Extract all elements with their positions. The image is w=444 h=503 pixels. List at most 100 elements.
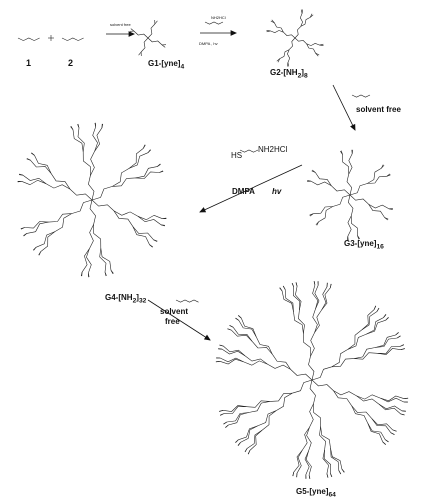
g5-bond bbox=[305, 451, 312, 475]
g5-terminal bbox=[383, 314, 387, 318]
g5-bond bbox=[377, 346, 401, 354]
g5-bond bbox=[366, 317, 384, 335]
g5-terminal bbox=[283, 285, 286, 290]
g5-terminal bbox=[376, 307, 380, 312]
g5-terminal bbox=[390, 432, 395, 436]
arrow-step1-head bbox=[128, 31, 135, 37]
g3-bond bbox=[310, 180, 332, 187]
g1-terminal bbox=[154, 20, 158, 25]
g5-bond bbox=[304, 450, 310, 475]
g5-bond bbox=[333, 390, 352, 406]
g5-bond bbox=[310, 332, 315, 357]
g4-terminal bbox=[149, 244, 153, 248]
g4-terminal bbox=[31, 152, 35, 156]
g5-structure bbox=[215, 281, 409, 479]
reactant-1-number: 1 bbox=[26, 58, 32, 68]
step4-amine: NH2HCl bbox=[258, 145, 288, 154]
g5-bond bbox=[380, 397, 404, 403]
g3-bond bbox=[349, 183, 368, 196]
g5-bond bbox=[241, 317, 257, 337]
g5-terminal bbox=[227, 328, 232, 331]
g4-bond bbox=[77, 127, 85, 153]
g5-bond bbox=[223, 406, 247, 414]
g1-structure bbox=[129, 19, 167, 57]
g5-terminal bbox=[401, 410, 406, 412]
g5-bond bbox=[319, 426, 326, 451]
g5-bond bbox=[354, 347, 376, 359]
g3-terminal bbox=[388, 208, 393, 210]
g5-terminal bbox=[382, 441, 386, 445]
g5-bond bbox=[312, 308, 318, 333]
step5-condition-line2: free bbox=[165, 317, 180, 326]
g3-terminal bbox=[357, 235, 360, 240]
g3-bond bbox=[348, 153, 353, 175]
step1-condition: solvent free bbox=[110, 22, 131, 27]
g5-bond bbox=[314, 285, 320, 310]
g5-bond bbox=[257, 410, 277, 427]
g4-structure bbox=[17, 122, 167, 278]
g5-bond bbox=[303, 333, 311, 357]
g5-bond bbox=[298, 309, 305, 334]
g5-bond bbox=[246, 400, 270, 408]
g2-bond bbox=[306, 43, 316, 54]
g5-bond bbox=[267, 363, 291, 370]
g5-terminal bbox=[385, 439, 389, 443]
g4-bond bbox=[35, 231, 56, 248]
g5-terminal bbox=[235, 439, 239, 443]
g5-bond bbox=[320, 426, 331, 449]
g5-bond bbox=[290, 369, 313, 381]
g5-bond bbox=[295, 286, 302, 311]
g2-terminal bbox=[310, 14, 314, 18]
g5-bond bbox=[222, 405, 247, 412]
g4-bond bbox=[40, 231, 56, 252]
g5-terminal bbox=[219, 410, 224, 412]
g2-bond bbox=[270, 30, 284, 34]
g1-terminal bbox=[138, 51, 142, 56]
g5-bond bbox=[361, 311, 378, 331]
g5-bond bbox=[249, 429, 263, 451]
g4-bond bbox=[128, 152, 149, 169]
g5-bond bbox=[244, 355, 268, 365]
g4-bond bbox=[135, 171, 160, 179]
g5-label: G5-[yne]64 bbox=[296, 487, 336, 499]
g5-bond bbox=[272, 354, 291, 370]
g5-bond bbox=[228, 412, 249, 426]
g4-bond bbox=[89, 224, 94, 249]
g5-terminal bbox=[247, 450, 251, 455]
g5-bond bbox=[308, 356, 315, 381]
g5-bond bbox=[321, 286, 328, 311]
g5-bond bbox=[354, 352, 378, 360]
g5-bond bbox=[378, 403, 401, 415]
g5-terminal bbox=[237, 442, 241, 446]
g5-bond bbox=[311, 379, 334, 391]
g5-bond bbox=[367, 423, 383, 443]
g5-bond bbox=[302, 427, 310, 451]
g5-bond bbox=[292, 286, 301, 311]
g5-bond bbox=[312, 285, 319, 309]
step2-reagent: NH2HCl bbox=[211, 15, 226, 20]
g5-bond bbox=[331, 358, 355, 368]
g5-bond bbox=[238, 320, 257, 337]
g5-bond bbox=[331, 349, 349, 368]
g4-terminal bbox=[26, 158, 31, 161]
g3-label: G3-[yne]16 bbox=[344, 239, 384, 251]
g5-bond bbox=[309, 379, 316, 404]
g4-terminal bbox=[159, 171, 164, 173]
g5-bond bbox=[231, 329, 253, 342]
g5-terminal bbox=[296, 473, 298, 478]
g1-bond bbox=[147, 23, 156, 39]
g3-terminal bbox=[309, 213, 314, 216]
g3-bond bbox=[367, 167, 382, 184]
g5-bond bbox=[371, 418, 392, 433]
g3-bond bbox=[349, 194, 369, 205]
step4-thiol: HS bbox=[231, 151, 243, 160]
g5-terminal bbox=[308, 474, 310, 479]
g3-bond bbox=[332, 194, 351, 207]
g5-bond bbox=[323, 449, 332, 474]
g3-terminal bbox=[386, 174, 391, 177]
g4-bond bbox=[90, 151, 95, 176]
step3-acrylate-chain bbox=[351, 94, 371, 98]
g2-bond bbox=[300, 17, 311, 27]
g2-bond bbox=[279, 49, 290, 59]
